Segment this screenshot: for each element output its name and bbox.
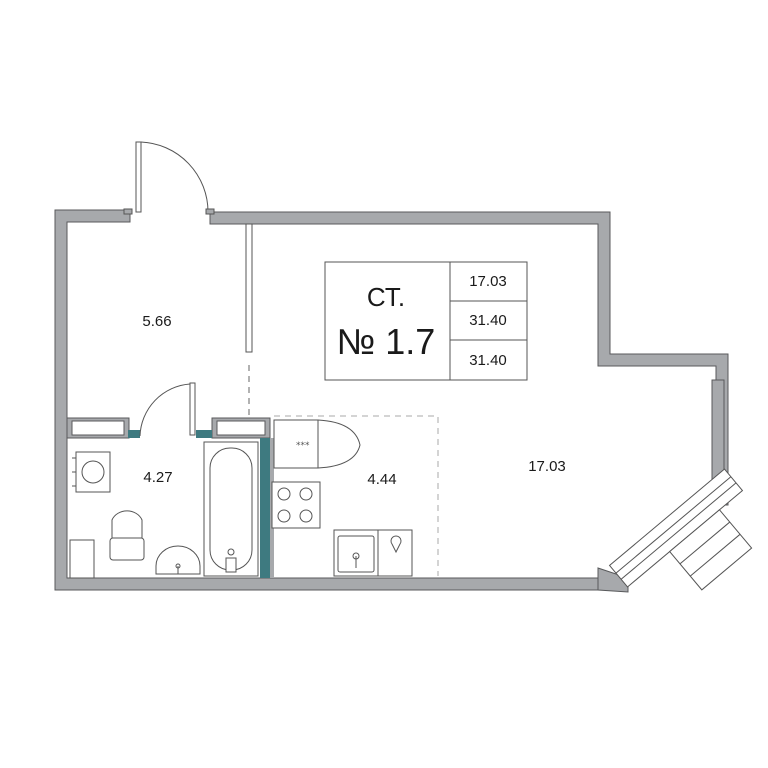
- kitchen: ***: [271, 415, 439, 577]
- bath-door-jamb-left: [128, 430, 140, 438]
- toilet-tank: [109, 537, 145, 561]
- balcony-door-line-1: [679, 521, 731, 565]
- range-hood-marks: ***: [296, 441, 310, 451]
- washing-machine: [72, 451, 111, 493]
- stove: [271, 481, 321, 529]
- toilet: [109, 510, 145, 561]
- apartment-number-label: № 1.7: [337, 321, 436, 362]
- stove-burner-1: [277, 487, 291, 501]
- bath-wall-top-left-inner: [71, 420, 125, 436]
- entrance-door-swing: [140, 141, 209, 213]
- washing-machine-drum: [81, 460, 105, 484]
- bathroom-door: [139, 382, 196, 437]
- bath-accent-wall: [260, 438, 270, 578]
- bathroom-door-swing: [139, 383, 191, 437]
- entrance-door-leaf: [135, 141, 142, 213]
- stove-burner-3: [277, 509, 291, 523]
- living-area-value: 17.03: [469, 273, 507, 290]
- total-area-value: 31.40: [469, 312, 507, 329]
- entrance-door: [123, 141, 215, 215]
- apartment-info-box: СТ. № 1.7 17.03 31.40 31.40: [324, 261, 528, 381]
- balcony-rail-2: [620, 482, 737, 580]
- balcony: [608, 468, 753, 591]
- balcony-rail-1: [615, 476, 732, 574]
- kitchen-tap-icon: [390, 535, 402, 554]
- entrance-door-jamb-left: [123, 208, 133, 215]
- bath-wall-top-right-inner: [216, 420, 266, 436]
- bathroom-door-leaf: [189, 382, 196, 436]
- total-area-with-balcony-value: 31.40: [469, 352, 507, 369]
- bathtub-faucet: [225, 557, 237, 573]
- stove-burner-2: [299, 487, 313, 501]
- kitchen-sink: [333, 529, 413, 577]
- bathtub-drain: [227, 548, 235, 556]
- stove-burner-4: [299, 509, 313, 523]
- range-hood-shape: [273, 419, 361, 469]
- balcony-door-line-2: [689, 533, 741, 577]
- room-labels: 5.66 4.27 4.44 17.03: [142, 313, 565, 488]
- stove-top: [271, 481, 321, 529]
- room-area-hallway: 5.66: [142, 313, 171, 330]
- sink: [155, 545, 201, 575]
- balcony-door-box: [668, 509, 753, 591]
- bathroom-fixtures: [69, 441, 259, 579]
- partition-upper: [245, 223, 253, 353]
- range-hood: ***: [273, 419, 361, 469]
- info-box-frame: [324, 261, 528, 381]
- room-area-living-room: 17.03: [528, 458, 566, 475]
- toilet-bowl: [111, 510, 143, 539]
- room-area-bathroom: 4.27: [143, 469, 172, 486]
- apartment-type-label: СТ.: [367, 282, 405, 312]
- partition-hallway: [245, 223, 253, 418]
- room-area-kitchen: 4.44: [367, 471, 396, 488]
- entrance-door-jamb-right: [205, 208, 215, 215]
- sink-basin: [155, 545, 201, 575]
- bathtub: [203, 441, 259, 577]
- bath-cabinet: [69, 539, 95, 579]
- bath-door-jamb-right: [196, 430, 212, 438]
